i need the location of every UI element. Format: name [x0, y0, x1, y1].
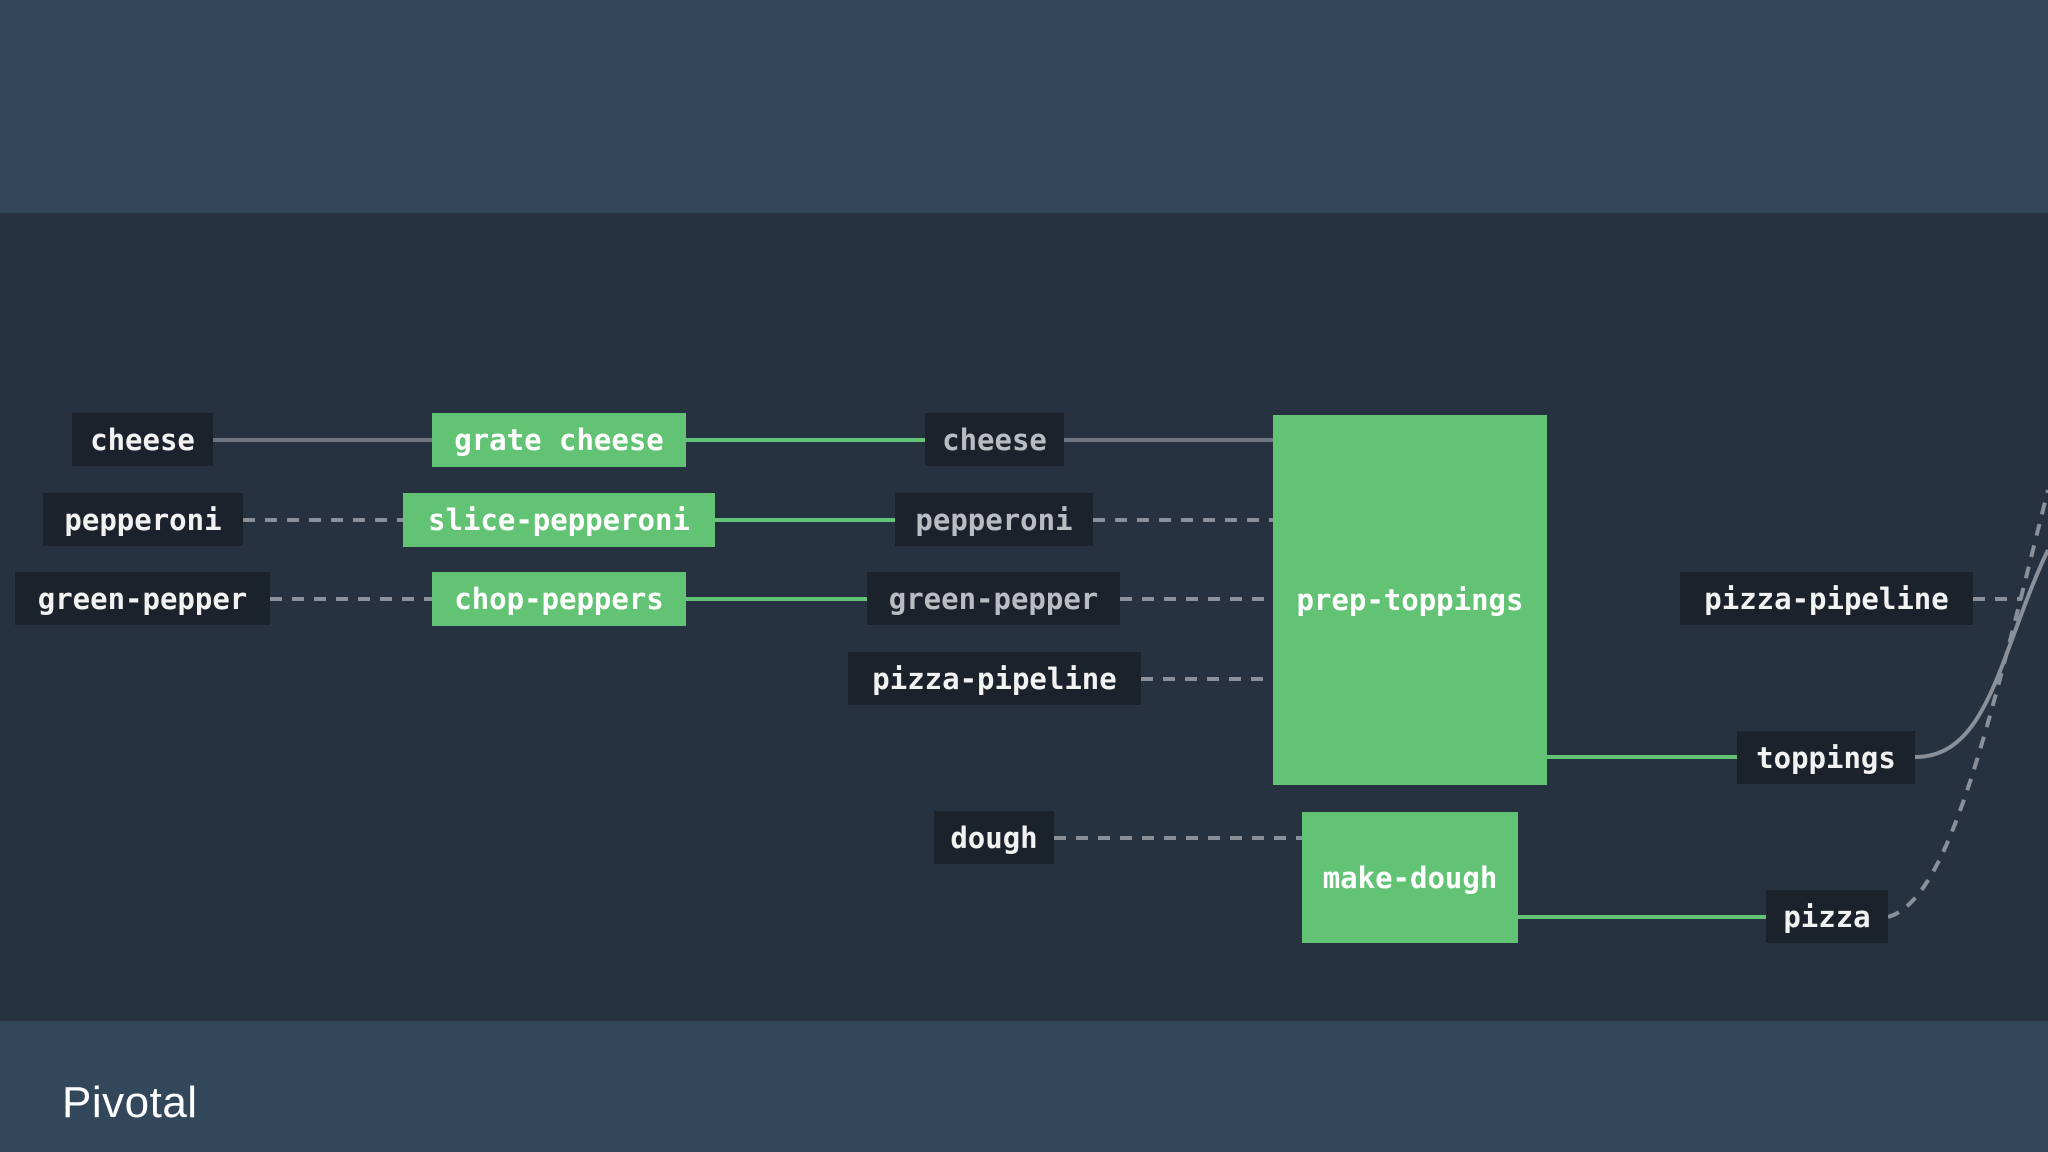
resource-dough[interactable]: dough	[934, 811, 1054, 864]
resource-pizza[interactable]: pizza	[1766, 890, 1888, 943]
job-grate-cheese[interactable]: grate cheese	[432, 413, 686, 467]
resource-pizza-pipeline-output[interactable]: pizza-pipeline	[1680, 572, 1973, 625]
resource-green-pepper-input[interactable]: green-pepper	[15, 572, 270, 625]
pivotal-logo: Pivotal	[62, 1078, 198, 1127]
job-prep-toppings[interactable]: prep-toppings	[1273, 415, 1547, 785]
link-pizza-curve	[1887, 489, 2048, 919]
job-slice-pepperoni[interactable]: slice-pepperoni	[403, 493, 715, 547]
resource-cheese-mid[interactable]: cheese	[925, 413, 1064, 466]
resource-toppings[interactable]: toppings	[1737, 731, 1915, 784]
link-toppings-curve	[1914, 549, 2048, 759]
resource-green-pepper-mid[interactable]: green-pepper	[867, 572, 1120, 625]
resource-cheese-input[interactable]: cheese	[72, 413, 213, 466]
job-chop-peppers[interactable]: chop-peppers	[432, 572, 686, 626]
resource-pepperoni-input[interactable]: pepperoni	[43, 493, 243, 546]
bottom-band	[0, 1021, 2048, 1152]
resource-pizza-pipeline-mid[interactable]: pizza-pipeline	[848, 652, 1141, 705]
job-make-dough[interactable]: make-dough	[1302, 812, 1518, 943]
top-band	[0, 0, 2048, 213]
resource-pepperoni-mid[interactable]: pepperoni	[895, 493, 1093, 546]
